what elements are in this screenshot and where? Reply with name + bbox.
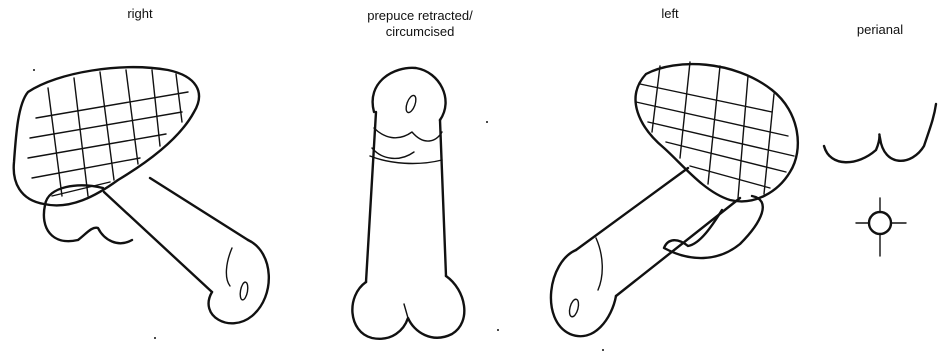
left-view-corona bbox=[596, 238, 602, 290]
center-view-raphe bbox=[404, 304, 408, 318]
right-view-glans bbox=[209, 240, 269, 323]
center-view-meatus bbox=[404, 94, 418, 114]
stray-ink-marks bbox=[33, 69, 604, 351]
center-view-glans-crease bbox=[374, 128, 442, 141]
perianal-view-drawing bbox=[824, 104, 936, 256]
right-view-hatching bbox=[28, 70, 188, 196]
center-view-shaft bbox=[366, 112, 446, 282]
left-view-shaft bbox=[576, 168, 740, 296]
right-view-corona bbox=[226, 248, 232, 286]
center-view-corona-line bbox=[370, 148, 442, 163]
right-view-meatus bbox=[239, 282, 249, 301]
left-view-scrotum bbox=[664, 196, 763, 258]
left-view-meatus bbox=[568, 298, 580, 317]
perianal-anus bbox=[869, 212, 891, 234]
left-view-glans bbox=[551, 250, 616, 336]
perianal-anus-crosshair bbox=[856, 198, 906, 256]
right-view-drawing bbox=[14, 67, 269, 323]
left-view-hatching bbox=[636, 62, 794, 198]
center-view-scrotum bbox=[352, 276, 464, 339]
left-view-drawing bbox=[551, 62, 798, 336]
prepuce-retracted-view-drawing bbox=[352, 68, 464, 339]
perianal-buttocks bbox=[824, 104, 936, 162]
